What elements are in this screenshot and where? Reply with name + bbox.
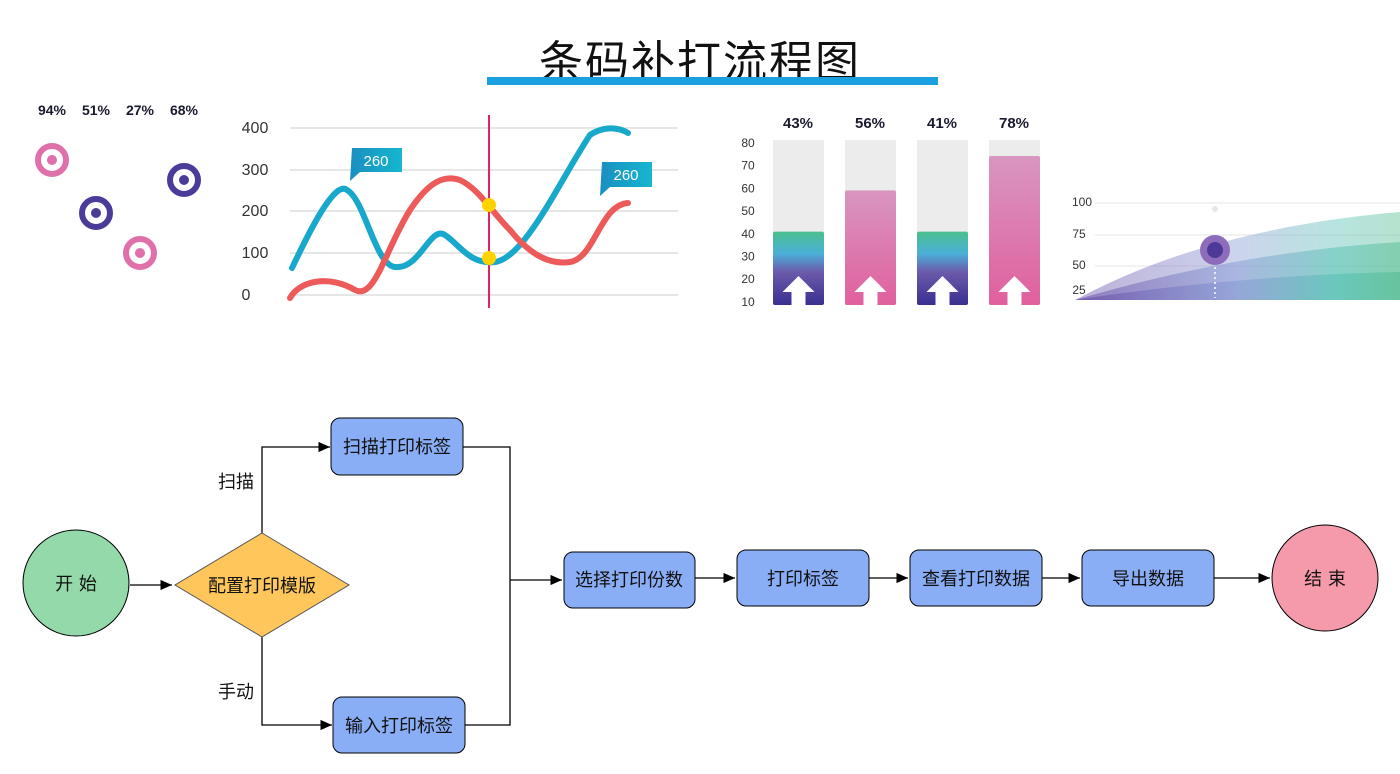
bar-label: 41% [927,115,957,132]
series-red-orange-line [287,175,631,301]
y-tick: 400 [242,120,269,137]
branch-label-manual: 手动 [218,682,254,703]
bar-label: 78% [999,115,1029,132]
slider-value: 68% [170,102,199,118]
y-tick: 200 [242,203,269,220]
process-view-data[interactable]: 查看打印数据 [909,549,1043,607]
up-arrow-icon [998,276,1031,305]
callout-label: 260 [363,153,388,170]
slider-knob [167,163,201,197]
branch-label-scan: 扫描 [218,472,254,493]
y-tick: 70 [741,159,755,173]
flow-connectors [130,441,1270,731]
line-chart: 400 300 200 100 0 260 260 [242,115,678,308]
bar-fill [845,190,896,305]
slider-knob [123,236,157,270]
input-box-label: 输入打印标签 [345,716,453,737]
callout: 260 [600,162,652,196]
y-tick: 0 [242,287,251,304]
start-node[interactable]: 开 始 [22,529,130,637]
series-blue-line [289,125,631,271]
y-tick: 50 [1072,258,1086,272]
step-label: 查看打印数据 [922,569,1030,590]
y-tick: 100 [242,245,269,262]
y-tick: 100 [1072,195,1092,209]
bar: 41% [917,115,968,305]
y-tick: 30 [741,250,755,264]
area-chart: 100 75 50 25 [1072,195,1400,300]
intersection-dot [482,198,496,212]
bar-fill [989,156,1040,305]
y-tick: 80 [741,136,755,150]
slider-group: 94% 51% 27% 68% [35,102,201,303]
bar-fill [917,231,968,305]
area-series-3 [1075,272,1400,300]
bar: 78% [989,115,1040,305]
process-scan-label[interactable]: 扫描打印标签 [330,417,464,476]
end-node[interactable]: 结 束 [1271,524,1379,632]
title-underline [487,77,938,85]
slider-value: 51% [82,102,111,118]
process-export-data[interactable]: 导出数据 [1081,549,1215,607]
slider: 94% [35,102,69,303]
slider-knob [35,143,69,177]
process-print-label[interactable]: 打印标签 [736,549,870,607]
slider-knob [79,196,113,230]
bar: 43% [773,115,824,305]
y-tick: 50 [741,204,755,218]
up-arrow-icon [782,276,815,305]
up-arrow-icon [926,276,959,305]
bar-label: 56% [855,115,885,132]
start-label: 开 始 [55,574,97,595]
scan-box-label: 扫描打印标签 [343,437,451,458]
slider-value: 94% [38,102,67,118]
slider: 27% [123,102,157,303]
bar: 56% [845,115,896,305]
decision-label: 配置打印模版 [208,576,316,597]
up-arrow-icon [854,276,887,305]
bar-fill [773,231,824,305]
callout-label: 260 [613,167,638,184]
y-tick: 60 [741,181,755,195]
step-label: 选择打印份数 [575,570,683,591]
callout: 260 [350,148,402,181]
end-label: 结 束 [1304,569,1346,590]
slider: 51% [79,102,113,303]
step-label: 打印标签 [767,569,839,590]
process-select-copies[interactable]: 选择打印份数 [563,551,696,609]
decision-node[interactable]: 配置打印模版 [174,532,350,638]
bar-chart: 80 70 60 50 40 30 20 10 43% 56% 41% 78% [741,115,1040,309]
y-tick: 20 [741,272,755,286]
bar-label: 43% [783,115,813,132]
y-tick: 10 [741,295,755,309]
slider-value: 27% [126,102,155,118]
step-label: 导出数据 [1112,569,1184,590]
process-input-label[interactable]: 输入打印标签 [332,696,466,754]
y-tick: 40 [741,227,755,241]
y-tick: 300 [242,162,269,179]
intersection-dot [482,251,496,265]
y-tick: 25 [1072,283,1086,297]
slider: 68% [167,102,201,303]
y-tick: 75 [1072,227,1086,241]
